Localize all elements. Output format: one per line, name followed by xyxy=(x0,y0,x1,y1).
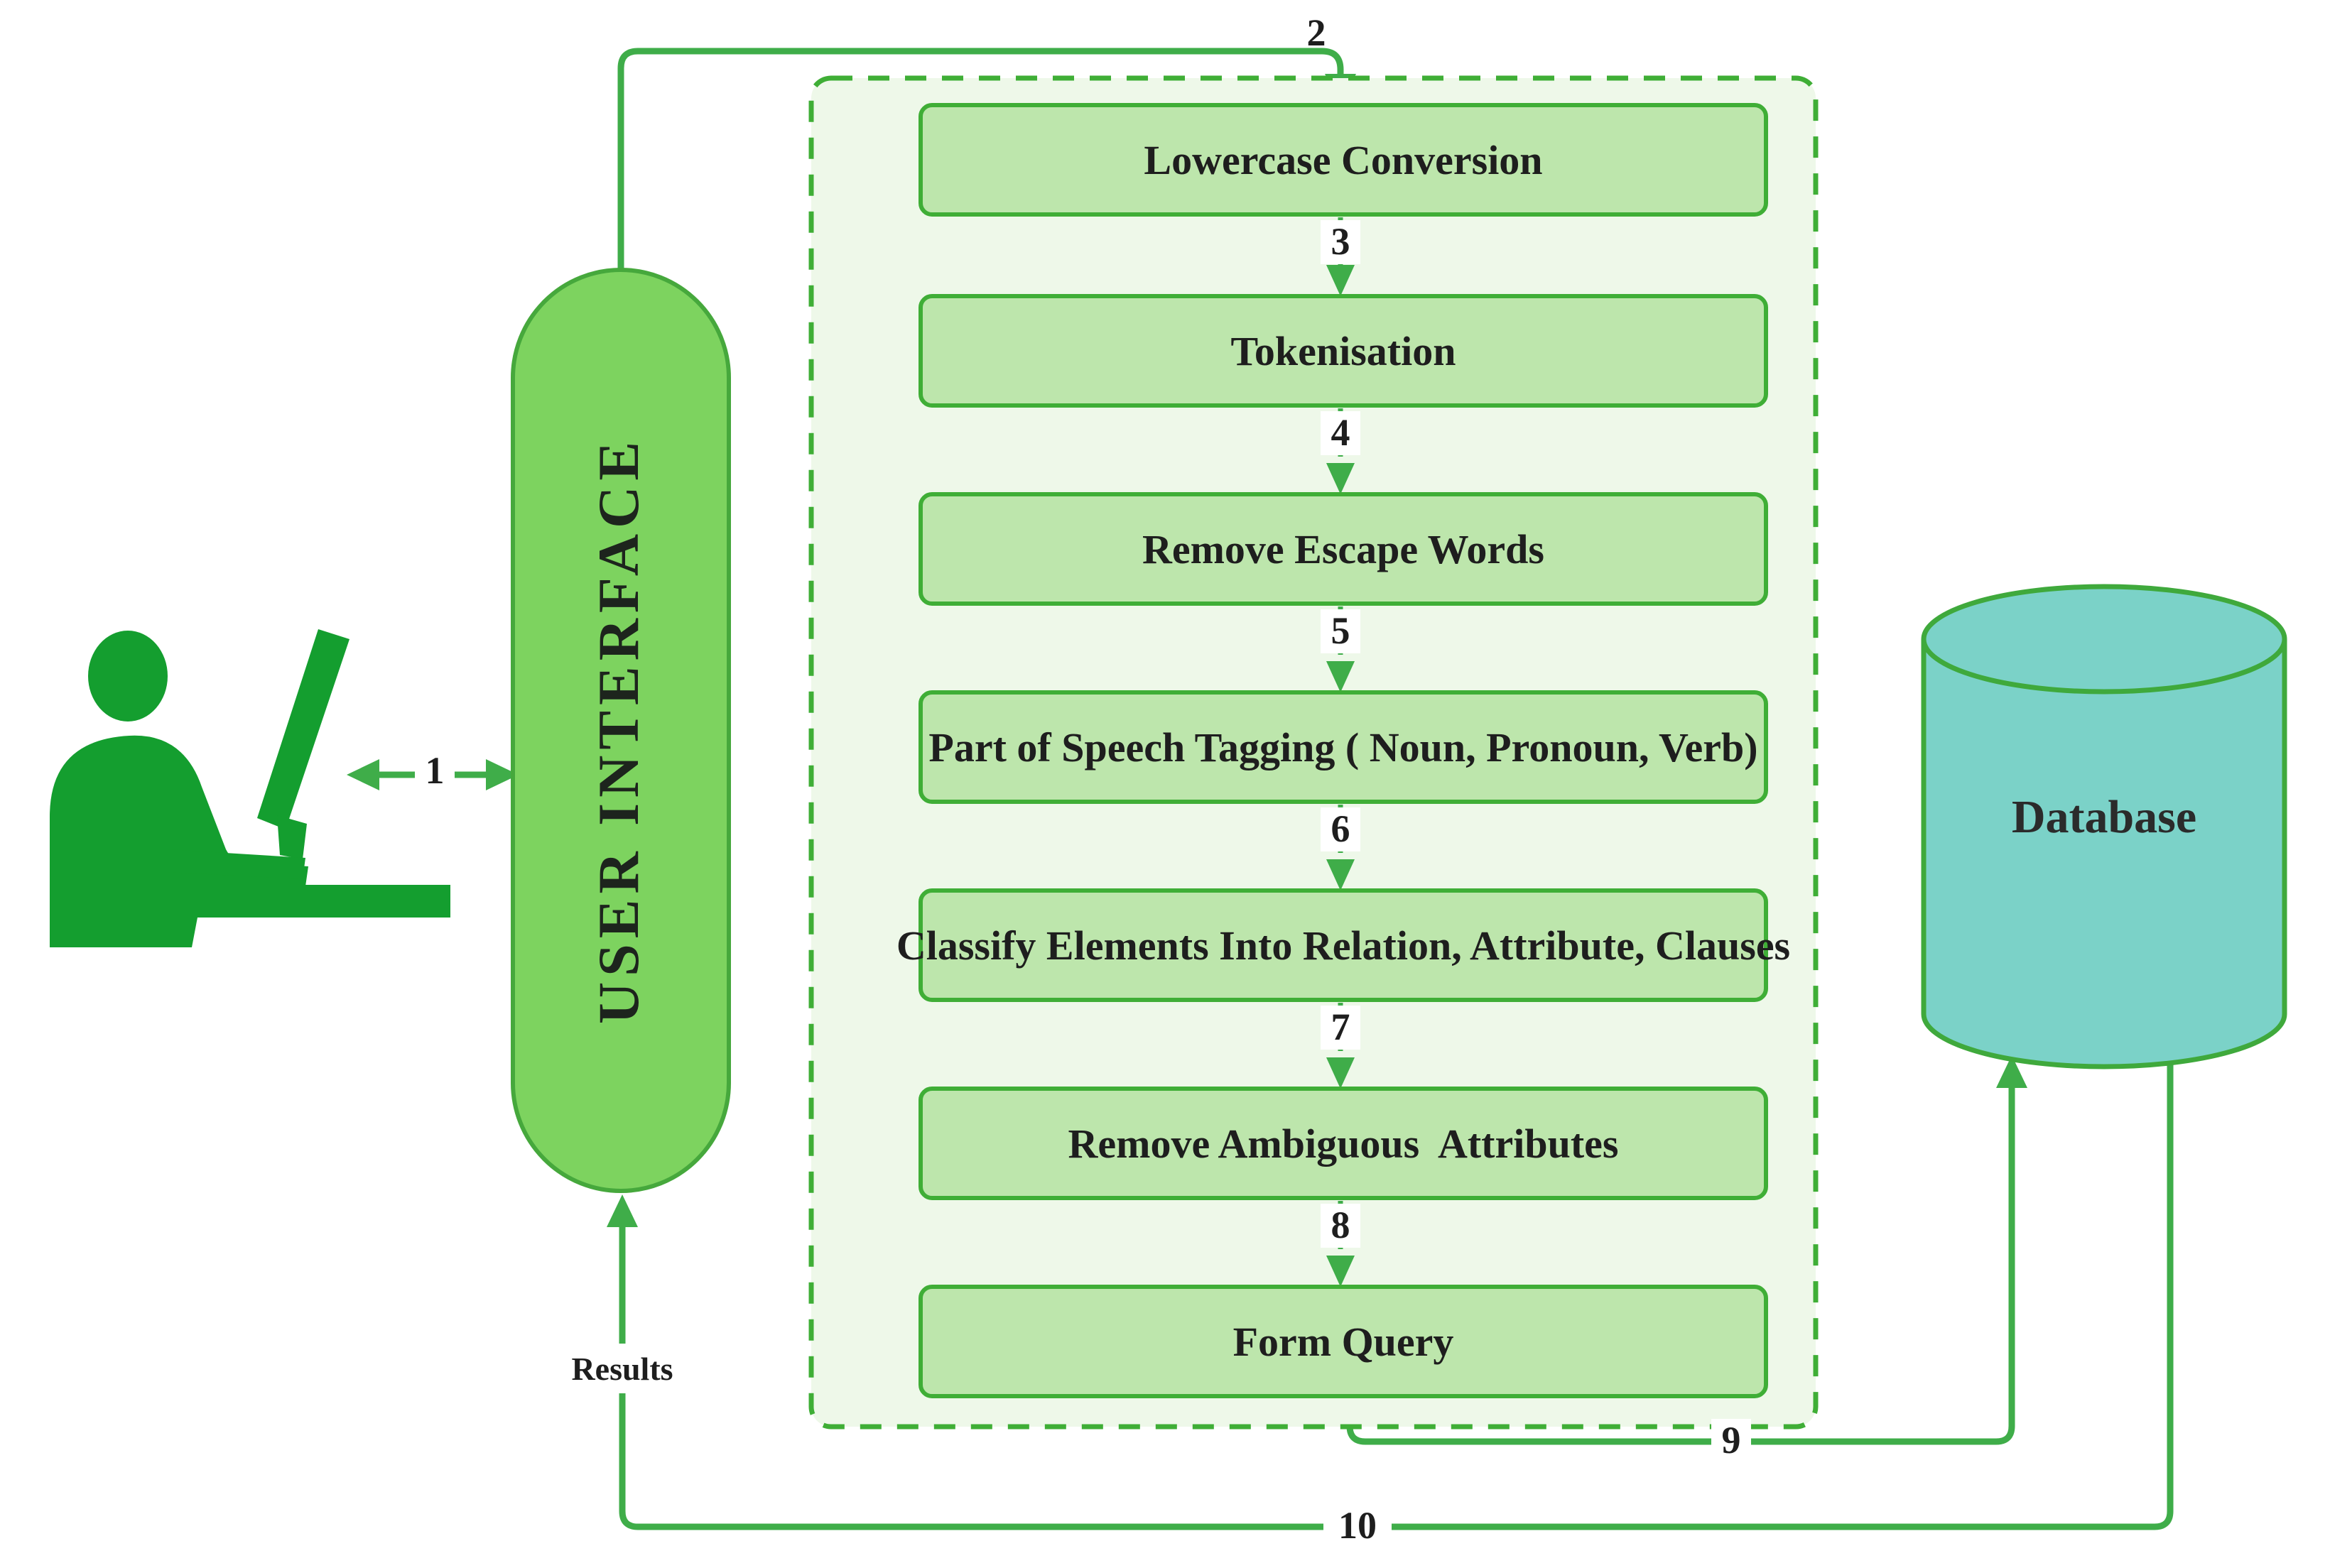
step-label: Remove Ambiguous Attributes xyxy=(1068,1121,1619,1167)
label-plate xyxy=(1321,807,1360,851)
step-label: Lowercase Conversion xyxy=(1144,137,1542,183)
database-label: Database xyxy=(2012,791,2196,843)
step-box-tokenisation: Tokenisation xyxy=(919,294,1768,408)
label-plate xyxy=(1711,1419,1751,1463)
step-box-classify-elements: Classify Elements Into Relation, Attribu… xyxy=(896,888,1790,1002)
step-label: Classify Elements Into Relation, Attribu… xyxy=(896,922,1790,969)
arrow-3-head xyxy=(1326,265,1355,296)
arrow-label-8: 8 xyxy=(1321,1204,1360,1248)
user-interface-label: USER INTERFACE xyxy=(586,436,651,1024)
results-label-group: Results xyxy=(546,1344,699,1393)
arrow-label-5: 5 xyxy=(1321,609,1360,653)
arrow-number: 7 xyxy=(1331,1006,1350,1048)
step-box-rect xyxy=(919,888,1768,1002)
arrow-label-9: 9 xyxy=(1711,1419,1751,1463)
step-label: Form Query xyxy=(1233,1319,1454,1365)
database-cylinder-top xyxy=(1921,584,2287,695)
label-plate xyxy=(415,750,455,794)
step-box-lowercase-conversion: Lowercase Conversion xyxy=(919,103,1768,217)
label-plate xyxy=(1321,1204,1360,1248)
step-box-pos-tagging: Part of Speech Tagging ( Noun, Pronoun, … xyxy=(919,690,1768,804)
arrow-number: 6 xyxy=(1331,807,1350,850)
step-label: Remove Escape Words xyxy=(1142,526,1544,572)
arrow-label-2: 2 xyxy=(1307,11,1326,54)
step-box-rect xyxy=(919,1087,1768,1200)
screen-stand xyxy=(277,815,307,859)
label-plate xyxy=(546,1344,699,1393)
step-label: Part of Speech Tagging ( Noun, Pronoun, … xyxy=(928,724,1757,771)
arrow-1-right-head xyxy=(486,759,519,790)
arrow-9-formquery-to-database xyxy=(1346,1055,2027,1445)
results-label: Results xyxy=(571,1351,673,1387)
arrow-label-10: 10 xyxy=(1323,1504,1392,1548)
label-plate xyxy=(1321,609,1360,653)
arrow-label-1: 1 xyxy=(415,749,455,794)
step-box-rect xyxy=(919,103,1768,217)
step-label: Tokenisation xyxy=(1231,328,1456,374)
desk-base xyxy=(185,885,450,918)
person-body xyxy=(50,735,308,947)
arrow-5-head xyxy=(1326,661,1355,692)
arrow-label-7: 7 xyxy=(1321,1006,1360,1050)
arrow-number: 2 xyxy=(1307,11,1326,54)
user-interface-shape xyxy=(511,268,731,1193)
arrow-8-head xyxy=(1326,1256,1355,1287)
step-box-rect xyxy=(919,294,1768,408)
arrow-7-head xyxy=(1326,1057,1355,1089)
arrow-2-line xyxy=(617,48,1344,271)
arrow-number: 3 xyxy=(1331,220,1350,263)
arrow-1-left-head xyxy=(347,759,379,790)
database-node: Database xyxy=(1921,584,2287,1069)
arrow-number: 8 xyxy=(1331,1204,1350,1246)
arrow-number: 1 xyxy=(426,749,445,792)
arrow-label-3: 3 xyxy=(1321,220,1360,264)
arrow-6-head xyxy=(1326,859,1355,891)
label-plate xyxy=(1323,1504,1392,1548)
person-head xyxy=(88,631,168,722)
step-box-rect xyxy=(919,492,1768,606)
step-box-rect xyxy=(919,690,1768,804)
results-arrow-head xyxy=(607,1194,638,1227)
label-plate xyxy=(1321,220,1360,264)
step-box-rect xyxy=(919,1285,1768,1398)
arrow-number: 4 xyxy=(1331,411,1350,454)
computer-screen xyxy=(257,629,350,829)
label-plate xyxy=(1321,1006,1360,1050)
step-box-remove-ambiguous-attributes: Remove Ambiguous Attributes xyxy=(919,1087,1768,1200)
database-cylinder-icon xyxy=(1921,639,2287,1069)
arrow-label-6: 6 xyxy=(1321,807,1360,851)
label-plate xyxy=(1321,411,1360,455)
arrow-4-head xyxy=(1326,463,1355,494)
arrow-10-database-to-ui xyxy=(607,1058,2174,1530)
step-box-remove-escape-words: Remove Escape Words xyxy=(919,492,1768,606)
arrow-label-4: 4 xyxy=(1321,411,1360,455)
person-at-computer-icon xyxy=(50,629,450,947)
step-box-form-query: Form Query xyxy=(919,1285,1768,1398)
keyboard-tray xyxy=(168,849,305,879)
arrow-number: 10 xyxy=(1338,1504,1377,1547)
arrow-10-line xyxy=(619,1058,2174,1530)
user-interface-node: USER INTERFACE xyxy=(511,268,731,1193)
arrow-number: 9 xyxy=(1722,1419,1741,1461)
arrow-9-line xyxy=(1346,1087,2015,1445)
arrow-number: 5 xyxy=(1331,609,1350,652)
arrow-9-head xyxy=(1996,1055,2027,1088)
